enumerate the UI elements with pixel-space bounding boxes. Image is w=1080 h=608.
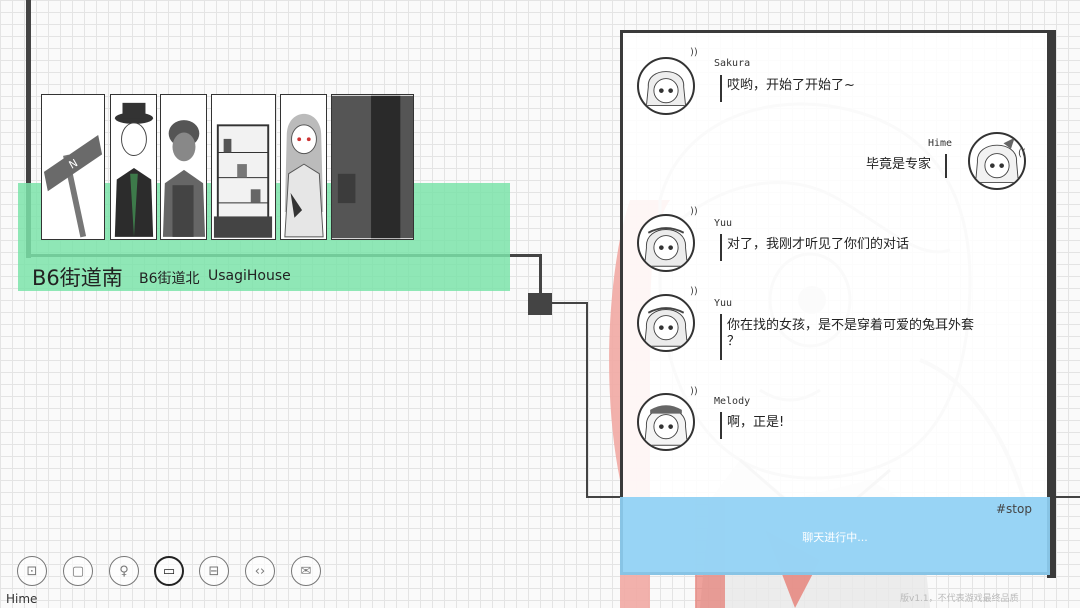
location-option-usagi-house[interactable]: UsagiHouse bbox=[208, 268, 291, 284]
thumbnail-dark-alley[interactable] bbox=[331, 94, 414, 240]
connector-line-right bbox=[552, 302, 588, 304]
chat-panel-shadow bbox=[1047, 30, 1056, 578]
message-bar bbox=[720, 75, 722, 102]
frame-line-left bbox=[26, 0, 31, 258]
girl-portrait-icon bbox=[284, 113, 324, 238]
stop-tag[interactable]: #stop bbox=[996, 502, 1032, 516]
message-bar bbox=[720, 314, 722, 360]
message-speaker: Melody bbox=[714, 396, 751, 407]
phone-icon[interactable]: ⊡ bbox=[17, 556, 47, 586]
shelf-icon bbox=[213, 124, 273, 238]
yuu-avatar-icon[interactable] bbox=[637, 294, 695, 352]
person-icon[interactable]: ♀ bbox=[109, 556, 139, 586]
message-speaker: Yuu bbox=[714, 298, 733, 309]
connector-line-vertical bbox=[586, 302, 588, 498]
chat-icon[interactable]: ▭ bbox=[154, 556, 184, 586]
yuu-avatar-icon[interactable] bbox=[637, 214, 695, 272]
sound-wave-icon: (( bbox=[1018, 148, 1026, 159]
street-sign-icon: N bbox=[43, 135, 103, 238]
message-text: 对了，我刚才听见了你们的对话 bbox=[727, 237, 910, 252]
message-text: 毕竟是专家 bbox=[866, 157, 932, 172]
location-option-b6-north[interactable]: B6街道北 bbox=[139, 271, 200, 287]
message-text: 啊，正是! bbox=[727, 415, 785, 430]
notes-icon[interactable]: ⊟ bbox=[199, 556, 229, 586]
melody-avatar-icon[interactable] bbox=[637, 393, 695, 451]
chat-status-box[interactable] bbox=[620, 497, 1050, 575]
message-text-continued: ？ bbox=[727, 334, 741, 349]
thumbnail-silhouette[interactable] bbox=[160, 94, 207, 240]
sound-wave-icon: )) bbox=[690, 206, 698, 217]
version-text: 版v1.1，不代表游戏最终品质 bbox=[900, 594, 1019, 604]
chat-status-text: 聊天进行中... bbox=[802, 531, 868, 544]
hime-avatar-icon[interactable] bbox=[968, 132, 1026, 190]
message-bar bbox=[945, 154, 947, 178]
message-speaker: Hime bbox=[928, 138, 953, 149]
thumbnail-shelf[interactable] bbox=[211, 94, 276, 240]
message-speaker: Sakura bbox=[714, 58, 751, 69]
connector-line-under-chat bbox=[1050, 496, 1080, 498]
connector-line-to-chat bbox=[586, 496, 622, 498]
message-bar bbox=[720, 234, 722, 261]
man-in-hat-icon bbox=[114, 102, 154, 237]
message-text: 你在找的女孩，是不是穿着可爱的兔耳外套 bbox=[727, 318, 975, 333]
silhouette-icon bbox=[162, 120, 206, 237]
thumbnail-man-in-hat[interactable] bbox=[110, 94, 157, 240]
sound-wave-icon: )) bbox=[690, 47, 698, 58]
sound-wave-icon: )) bbox=[690, 286, 698, 297]
message-speaker: Yuu bbox=[714, 218, 733, 229]
current-location[interactable]: B6街道南 bbox=[32, 266, 123, 290]
message-bar bbox=[720, 412, 722, 439]
sound-wave-icon: )) bbox=[690, 386, 698, 397]
user-name: Hime bbox=[6, 592, 38, 606]
frame-line-down bbox=[539, 254, 542, 294]
message-text: 哎哟，开始了开始了~ bbox=[727, 78, 855, 93]
clipboard-icon[interactable]: ▢ bbox=[63, 556, 93, 586]
thumbnail-girl[interactable] bbox=[280, 94, 327, 240]
dark-alley-icon bbox=[332, 95, 413, 239]
mail-icon[interactable]: ✉ bbox=[291, 556, 321, 586]
sakura-avatar-icon[interactable] bbox=[637, 57, 695, 115]
code-icon[interactable]: ‹› bbox=[245, 556, 275, 586]
chat-panel bbox=[620, 30, 1050, 575]
thumbnail-street-sign[interactable]: N bbox=[41, 94, 105, 240]
connector-node bbox=[528, 293, 552, 315]
